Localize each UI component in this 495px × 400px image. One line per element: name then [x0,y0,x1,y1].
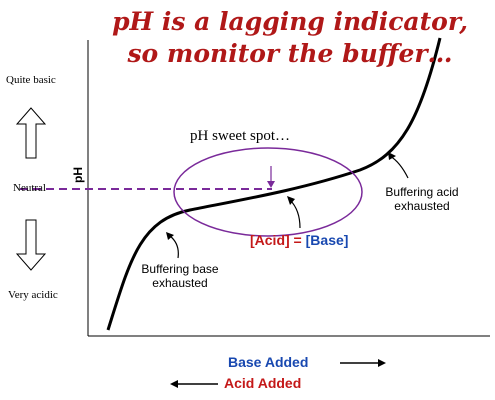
ph-axis-label: pH [71,167,85,183]
titration-curve [106,37,442,331]
equivalence-label: [Acid] = [Base] [250,232,348,248]
buffering-base-line2: exhausted [152,276,208,290]
base-exhausted-pointer [169,235,179,259]
acid-exhausted-pointer [389,155,409,179]
equals-sign: = [289,232,306,248]
base-added-label: Base Added [228,354,309,370]
neutral-label: Neutral [13,182,46,194]
page-title: pH is a lagging indicator, so monitor th… [90,6,490,70]
buffering-acid-line2: exhausted [394,199,450,213]
quite-basic-label: Quite basic [6,74,56,86]
sweet-spot-label: pH sweet spot… [190,128,290,144]
equivalence-pointer [289,199,301,229]
acid-term: [Acid] [250,232,290,248]
base-added-arrowhead [378,359,386,367]
acid-added-arrowhead [170,380,178,388]
sweet-spot-ellipse [173,147,363,237]
sweet-spot-arrowhead [267,181,275,188]
equivalence-pointer-head [287,196,295,205]
title-line-1: pH is a lagging indicator, [112,7,468,36]
down-arrow-icon [15,219,47,271]
acid-added-label: Acid Added [224,375,302,391]
buffering-acid-line1: Buffering acid [385,185,459,199]
up-arrow-icon [15,107,47,159]
buffering-acid-annotation: Buffering acid exhausted [372,185,472,213]
base-exhausted-pointer-head [166,232,174,240]
buffering-base-line1: Buffering base [141,262,219,276]
title-line-2: so monitor the buffer… [127,39,453,68]
base-term: [Base] [305,232,349,248]
acid-exhausted-pointer-head [388,152,396,160]
buffering-base-annotation: Buffering base exhausted [128,262,232,290]
very-acidic-label: Very acidic [8,289,58,301]
